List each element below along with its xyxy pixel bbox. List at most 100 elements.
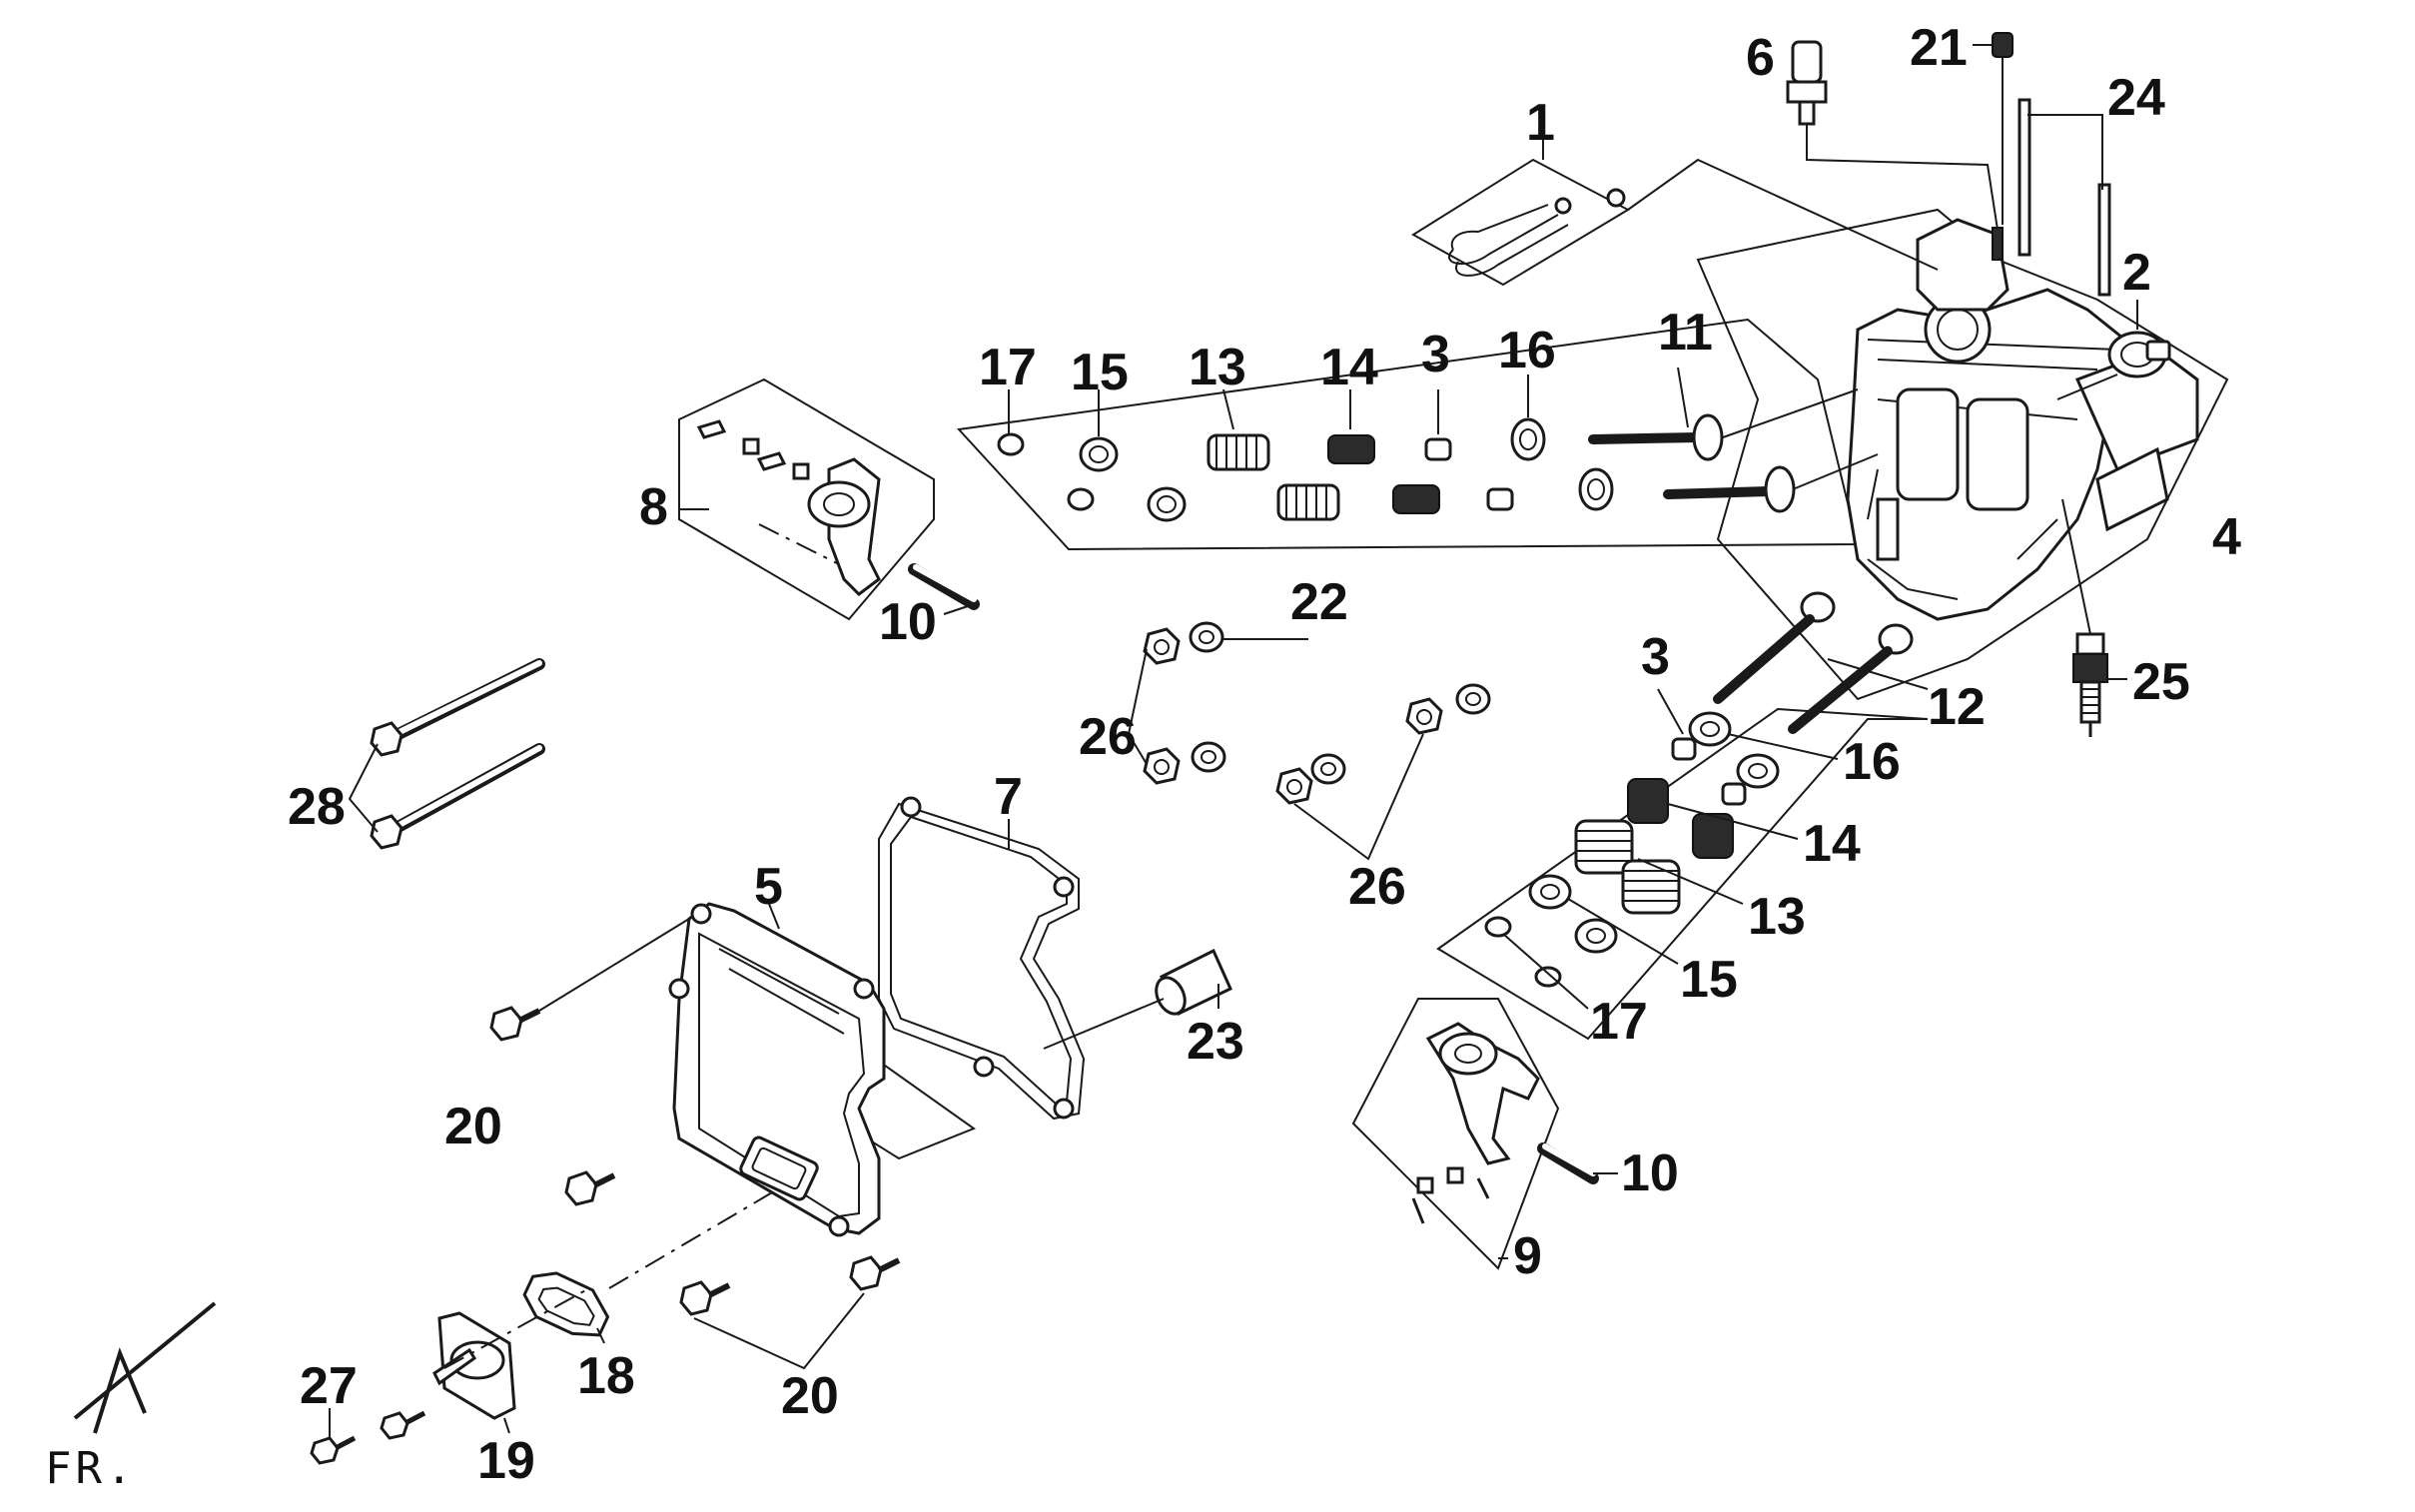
group-box-rocker-arm-lower [1351,998,1560,1270]
callout-8: 8 [639,478,668,536]
leader-16b [1727,733,1839,760]
rocker-arm-lower-icon [1411,1022,1599,1224]
dash-8 [758,523,840,565]
valve-stem-seal-icon [1424,437,1514,511]
callout-17a: 17 [979,339,1037,396]
gasket-icon [878,796,1086,1121]
callout-19: 19 [477,1432,535,1490]
hose-clamp-icon [2107,331,2171,378]
callout-12: 12 [1928,678,1986,736]
callout-3a: 3 [1421,326,1450,383]
outer-valve-spring-lower-icon [1574,819,1681,915]
group-box-rocker-arm-upper [678,378,935,621]
inner-valve-spring-lower-icon [1627,778,1734,859]
cylinder-head-icon [1846,218,2199,621]
spring-retainer-lower-icon [1528,874,1618,954]
callout-21: 21 [1910,19,1968,77]
group-box-upper-valve-train [956,318,1860,551]
callout-15b: 15 [1680,951,1738,1009]
leader-18 [596,1327,605,1344]
leader-26a [1127,648,1148,765]
leader-15b [1567,898,1679,965]
dash-filler-b [608,1187,780,1289]
leader-25-b [2061,498,2091,635]
head-cover-icon [668,902,886,1237]
leader-13b [1637,858,1744,905]
callout-24: 24 [2107,69,2165,127]
spark-plug-icon [2072,632,2108,737]
intake-valve-icon [1588,413,1796,513]
leader-20a [538,918,690,1012]
leader-13 [1222,388,1234,430]
callout-7: 7 [994,768,1023,826]
callout-9: 9 [1513,1227,1542,1285]
leader-28 [348,743,379,833]
leader-2-b [2056,374,2118,400]
callout-2: 2 [2122,244,2151,302]
callout-10a: 10 [879,593,937,651]
callout-13b: 13 [1748,888,1806,946]
callout-26a: 26 [1079,708,1137,766]
callout-28: 28 [288,778,346,836]
leader-14b [1667,803,1799,840]
head-bolt-icon [370,658,545,850]
callout-23: 23 [1187,1013,1244,1071]
leader-24 [2027,114,2103,190]
spring-retainer-icon [1079,436,1187,522]
inner-valve-spring-icon [1327,434,1440,514]
north-arrow-icon [73,1301,217,1434]
leader-11 [1677,367,1689,428]
breather-hose-icon [1448,188,1626,277]
group-box-hose-kit [1411,158,1631,287]
cap-screw-icon [310,1410,426,1465]
callout-10b: 10 [1621,1144,1679,1202]
cap-bolt-icon [1992,32,2013,58]
leader-17b [1502,933,1589,1010]
leader-6 [1806,140,1999,231]
rocker-arm-icon [696,419,980,610]
leader-20b [693,1292,865,1370]
leader-11-b [1722,388,1859,438]
valve-stem-seal-lower-icon [1671,737,1747,806]
callout-11: 11 [1658,304,1713,362]
flange-bolt-icon [489,1006,901,1316]
spring-seat-icon [1510,417,1614,511]
callout-15a: 15 [1071,344,1129,401]
leader-26b [1293,733,1424,861]
leader-19 [503,1417,510,1434]
callout-4: 4 [2212,508,2241,566]
breather-cap-icon [432,1311,516,1420]
callout-14b: 14 [1803,815,1861,873]
leader-11-c [1792,453,1879,490]
filler-seal-icon [522,1271,610,1337]
exhaust-valve-icon [1713,591,1914,734]
dash-filler [443,1287,590,1369]
callout-16a: 16 [1498,322,1556,379]
sealing-washer-icon [1189,621,1491,785]
spring-seat-lower-icon [1688,711,1780,789]
callout-13a: 13 [1189,339,1246,396]
callout-27: 27 [300,1357,358,1415]
callout-18: 18 [577,1347,635,1405]
callout-20b: 20 [781,1367,839,1425]
orientation-label: FR. [45,1443,136,1494]
callout-26b: 26 [1348,858,1406,916]
stud-bolt-icon [2017,98,2111,297]
valve-keeper-lower-icon [1484,916,1562,988]
leader-3b [1657,688,1684,735]
callout-17b: 17 [1590,993,1648,1051]
callout-6: 6 [1746,29,1775,87]
flange-nut-icon [1143,627,1443,805]
dowel-pin-icon [1155,948,1232,1017]
leader-1-b [1627,158,1939,271]
callout-14a: 14 [1320,339,1378,396]
outer-valve-spring-icon [1207,433,1340,521]
valve-keeper-icon [997,432,1095,511]
callout-25: 25 [2132,653,2190,711]
temperature-sensor-icon [1786,40,1828,140]
callout-22: 22 [1290,573,1348,631]
leader-5 [768,903,780,930]
callout-16b: 16 [1843,733,1901,791]
leader-12 [1827,658,1929,690]
